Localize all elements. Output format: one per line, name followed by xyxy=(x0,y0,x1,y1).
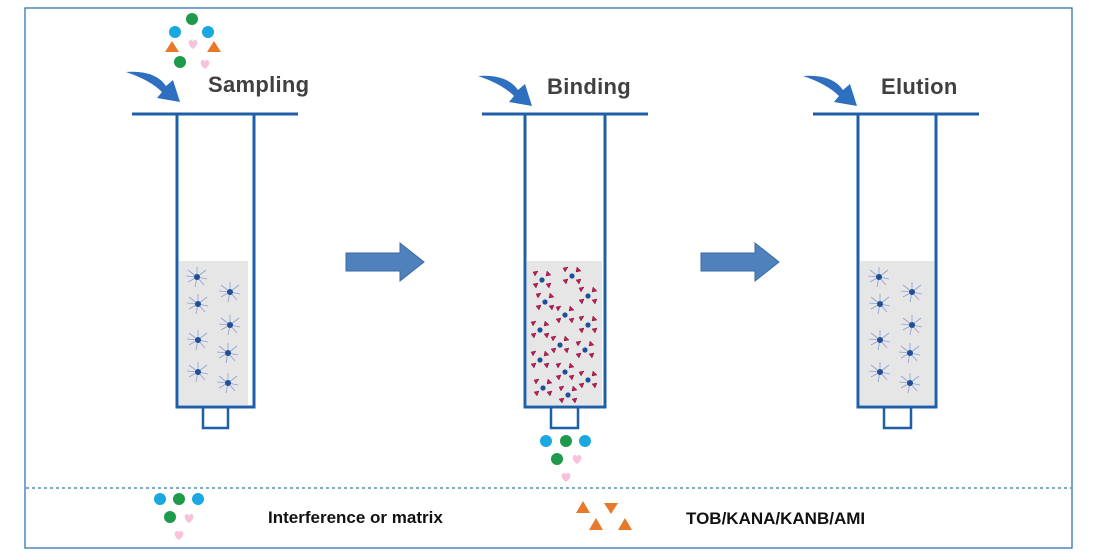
sorbent-bed xyxy=(860,261,934,405)
legend-interference-icon xyxy=(154,493,204,540)
eluted-interference-icon xyxy=(540,435,591,482)
right-arrow-icon xyxy=(345,241,425,283)
sorbent-bed-bound xyxy=(527,261,602,405)
step-label-binding: Binding xyxy=(547,74,631,99)
curved-arrow-icon xyxy=(803,75,857,106)
curved-arrow-icon xyxy=(478,75,532,106)
column-elution xyxy=(813,112,979,430)
legend-interference-label: Interference or matrix xyxy=(268,508,443,527)
sample-mixture-icon xyxy=(165,13,221,69)
column-binding xyxy=(482,112,648,430)
step-label-sampling: Sampling xyxy=(208,72,310,97)
legend-analyte-icon xyxy=(576,501,632,530)
curved-arrow-icon xyxy=(126,71,180,102)
legend-analyte-label: TOB/KANA/KANB/AMI xyxy=(686,509,866,528)
right-arrow-icon xyxy=(700,241,780,283)
column-sampling xyxy=(132,112,298,430)
step-label-elution: Elution xyxy=(881,74,958,99)
outer-border xyxy=(24,7,1073,549)
